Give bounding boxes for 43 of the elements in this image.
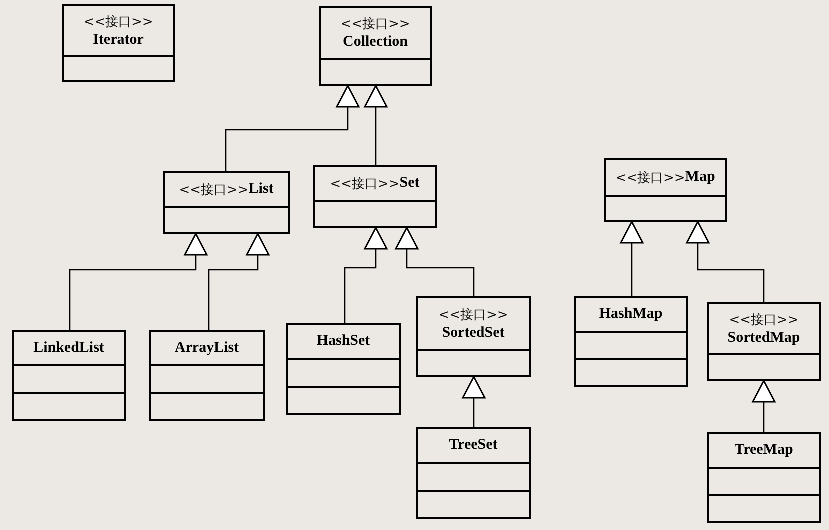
- class-name: Set: [400, 175, 420, 192]
- generalization-arrow: [395, 227, 475, 296]
- class-box: [604, 158, 727, 222]
- generalization-arrow: [208, 233, 270, 330]
- generalization-arrow: [462, 376, 486, 427]
- generalization-arrow: [364, 85, 388, 165]
- class-name: TreeSet: [449, 437, 498, 454]
- class-name: List: [248, 181, 274, 198]
- class-box: [62, 4, 175, 82]
- class-name: ArrayList: [174, 340, 240, 356]
- stereotype-label: <<接口>>: [438, 306, 508, 324]
- class-name: SortedMap: [728, 330, 800, 346]
- class-name: SortedSet: [442, 324, 505, 342]
- class-name: LinkedList: [34, 340, 104, 356]
- class-box: [574, 296, 688, 387]
- class-box: [149, 330, 265, 421]
- class-name: Map: [685, 169, 716, 186]
- class-box: [313, 165, 437, 228]
- stereotype-label: <<接口>>: [179, 182, 249, 198]
- stereotype-label: <<接口>>: [729, 312, 799, 328]
- class-box: [319, 6, 432, 86]
- generalization-arrow: [225, 85, 360, 171]
- class-name: Collection: [343, 34, 408, 51]
- class-name: Iterator: [93, 32, 144, 48]
- stereotype-label: <<接口>>: [340, 16, 410, 33]
- class-name: HashSet: [316, 333, 370, 350]
- stereotype-label: <<接口>>: [330, 176, 400, 192]
- generalization-arrow: [686, 221, 765, 302]
- generalization-arrow: [344, 227, 388, 323]
- class-box: [416, 296, 531, 377]
- class-box: [707, 432, 821, 523]
- class-box: [416, 427, 531, 519]
- generalization-arrow: [752, 380, 776, 432]
- generalization-arrow: [620, 221, 644, 296]
- stereotype-label: <<接口>>: [616, 170, 686, 186]
- class-name: TreeMap: [734, 442, 794, 459]
- class-box: [286, 323, 401, 415]
- class-box: [707, 302, 821, 381]
- generalization-arrow: [69, 233, 208, 330]
- class-box: [163, 171, 290, 234]
- class-name: HashMap: [599, 306, 663, 323]
- class-box: [12, 330, 126, 421]
- stereotype-label: <<接口>>: [84, 14, 154, 30]
